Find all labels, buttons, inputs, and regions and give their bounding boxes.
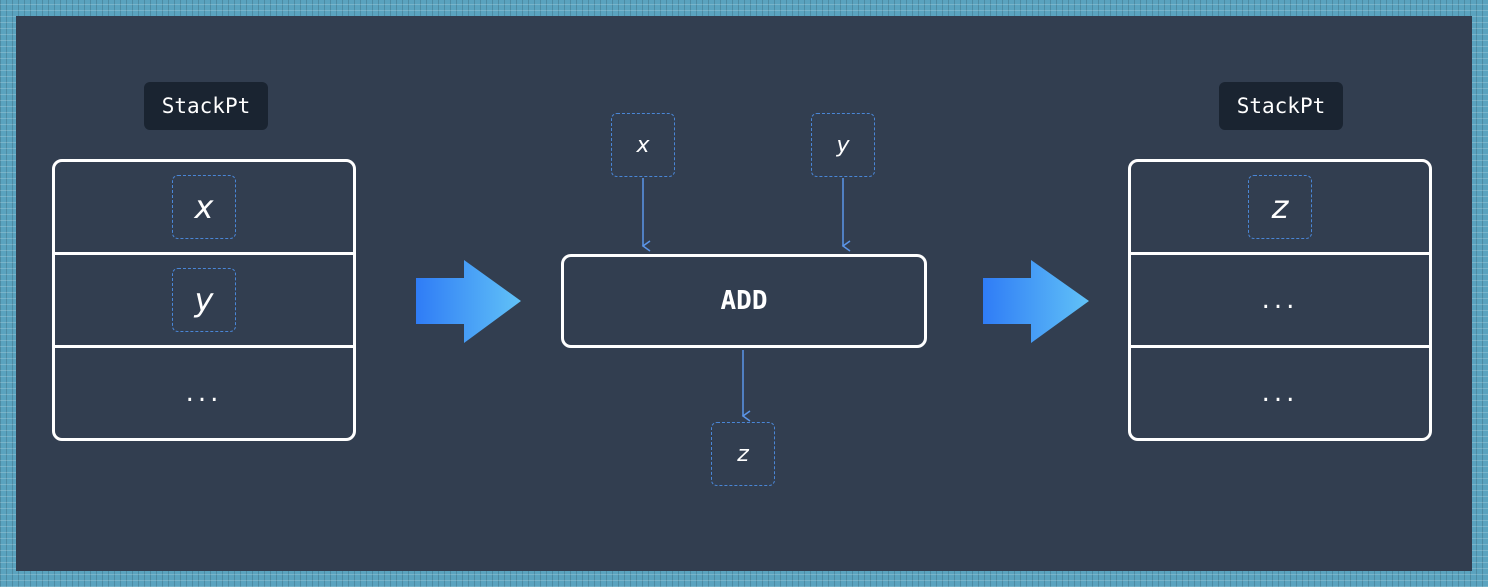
left-stack-value-y: y — [172, 268, 236, 332]
input-x-box: x — [611, 113, 675, 177]
flow-arrow-left — [416, 260, 521, 343]
right-stack-cell: ... — [1131, 348, 1429, 438]
left-stack-cell: ... — [55, 348, 353, 438]
right-stack: z ... ... — [1128, 159, 1432, 441]
input-y-box: y — [811, 113, 875, 177]
right-stack-ellipsis: ... — [1261, 378, 1299, 408]
diagram-canvas: StackPt x y ... x y ADD z StackPt z ... … — [16, 16, 1472, 571]
right-stackpt-label: StackPt — [1219, 82, 1343, 130]
left-stackpt-label: StackPt — [144, 82, 268, 130]
right-stack-ellipsis: ... — [1261, 285, 1299, 315]
left-stack-cell: x — [55, 162, 353, 255]
flow-arrow-right — [983, 260, 1089, 343]
left-stack-ellipsis: ... — [185, 378, 223, 408]
right-stack-cell: z — [1131, 162, 1429, 255]
left-stack-value-x: x — [172, 175, 236, 239]
add-instruction-box: ADD — [561, 254, 927, 348]
diagram-arrows — [416, 178, 1089, 422]
output-z-box: z — [711, 422, 775, 486]
right-stack-value-z: z — [1248, 175, 1312, 239]
right-stack-cell: ... — [1131, 255, 1429, 348]
left-stack-cell: y — [55, 255, 353, 348]
left-stack: x y ... — [52, 159, 356, 441]
